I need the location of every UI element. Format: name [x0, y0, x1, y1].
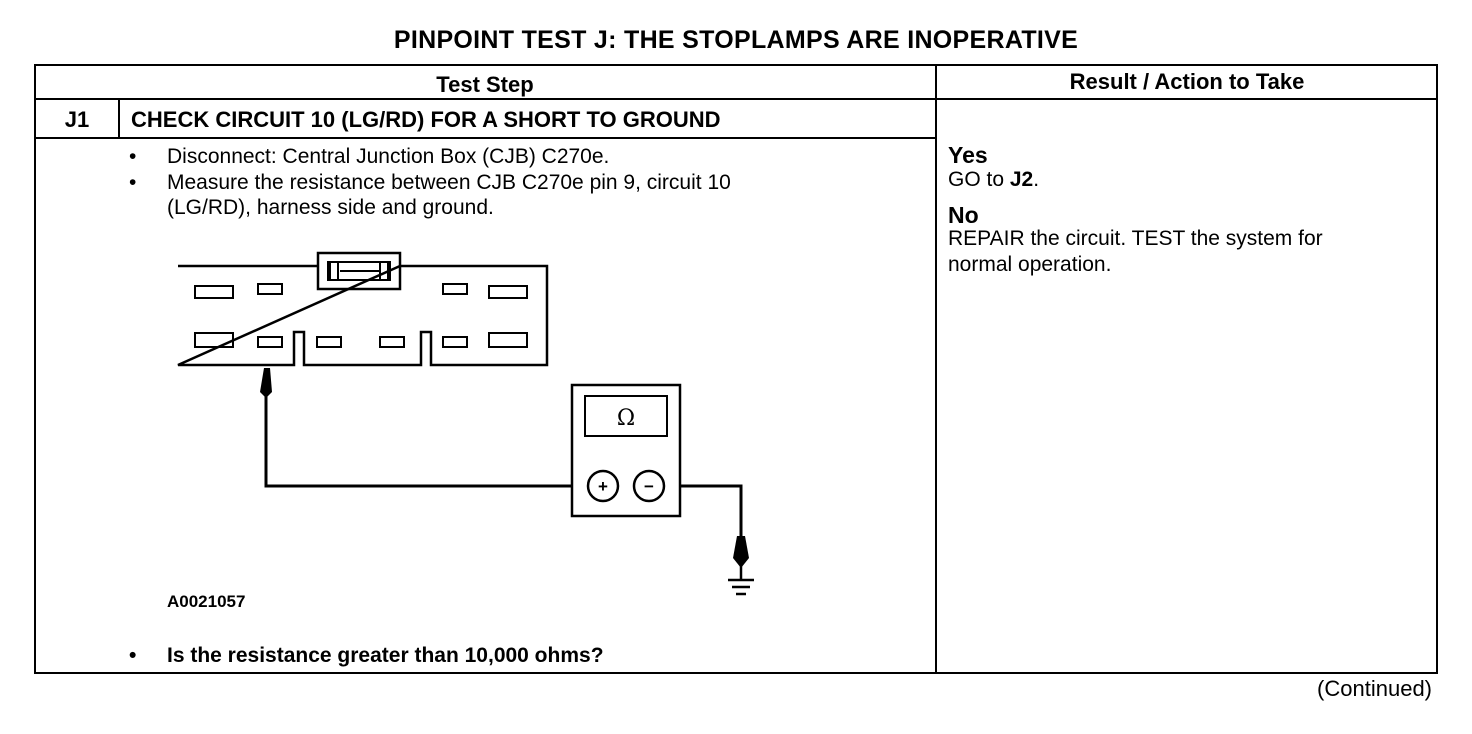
ground-symbol: [728, 578, 754, 596]
terminal: [488, 332, 528, 348]
no-action-line-2: normal operation.: [948, 253, 1112, 276]
terminal-pin-9: [257, 336, 283, 348]
fuse-element-cap: [379, 261, 391, 281]
minus-terminal: [632, 469, 666, 503]
bullet-measure: • Measure the resistance between CJB C27…: [129, 170, 731, 196]
header-test-step: Test Step: [436, 72, 534, 97]
no-action-line-1: REPAIR the circuit. TEST the system for: [948, 227, 1323, 250]
plus-terminal: [586, 469, 620, 503]
step-title: CHECK CIRCUIT 10 (LG/RD) FOR A SHORT TO …: [131, 107, 721, 132]
step-title-divider: [34, 137, 936, 139]
terminal: [442, 283, 468, 295]
fuse-element: [329, 261, 389, 281]
bullet-disconnect: • Disconnect: Central Junction Box (CJB)…: [129, 144, 610, 170]
yes-action: GO to J2.: [948, 167, 1039, 193]
yes-action-suffix: .: [1033, 168, 1040, 191]
bullet-measure-cont: (LG/RD), harness side and ground.: [167, 195, 494, 221]
step-id-divider: [118, 98, 120, 138]
terminal: [316, 336, 342, 348]
bullet-glyph: •: [129, 145, 137, 168]
terminal: [257, 283, 283, 295]
terminal: [488, 285, 528, 299]
terminal: [442, 336, 468, 348]
yes-action-prefix: GO to: [948, 168, 1010, 191]
no-label: No: [948, 202, 979, 228]
fuse-element-cap: [327, 261, 339, 281]
bullet-text: Measure the resistance between CJB C270e…: [167, 171, 731, 194]
terminal: [194, 285, 234, 299]
minus-sign: −: [644, 477, 654, 496]
wire-plus: [264, 396, 588, 488]
continued-note: (Continued): [1317, 676, 1432, 701]
terminal: [194, 332, 234, 348]
terminal: [379, 336, 405, 348]
column-divider: [935, 64, 937, 674]
fuse-housing: [316, 251, 402, 291]
bullet-glyph: •: [129, 644, 137, 667]
question-text: Is the resistance greater than 10,000 oh…: [167, 644, 604, 667]
step-id: J1: [64, 107, 90, 132]
ohm-symbol: Ω: [617, 406, 635, 431]
header-divider: [34, 98, 1438, 100]
connector-outline: [177, 264, 549, 367]
bullet-text: Disconnect: Central Junction Box (CJB) C…: [167, 145, 610, 168]
yes-label: Yes: [948, 142, 988, 168]
probe-ground: [733, 536, 749, 568]
test-table: [34, 64, 1438, 674]
bullet-text: (LG/RD), harness side and ground.: [167, 196, 494, 219]
ohmmeter-display: [584, 395, 668, 437]
wire-minus: [664, 484, 743, 536]
plus-sign: +: [598, 477, 608, 496]
yes-action-target: J2: [1009, 168, 1034, 191]
figure-id: A0021057: [167, 592, 246, 611]
page-title: PINPOINT TEST J: THE STOPLAMPS ARE INOPE…: [393, 26, 1079, 54]
probe-plus: [260, 368, 272, 398]
header-result-action: Result / Action to Take: [1069, 69, 1305, 94]
question: • Is the resistance greater than 10,000 …: [129, 644, 604, 668]
bullet-glyph: •: [129, 171, 137, 194]
